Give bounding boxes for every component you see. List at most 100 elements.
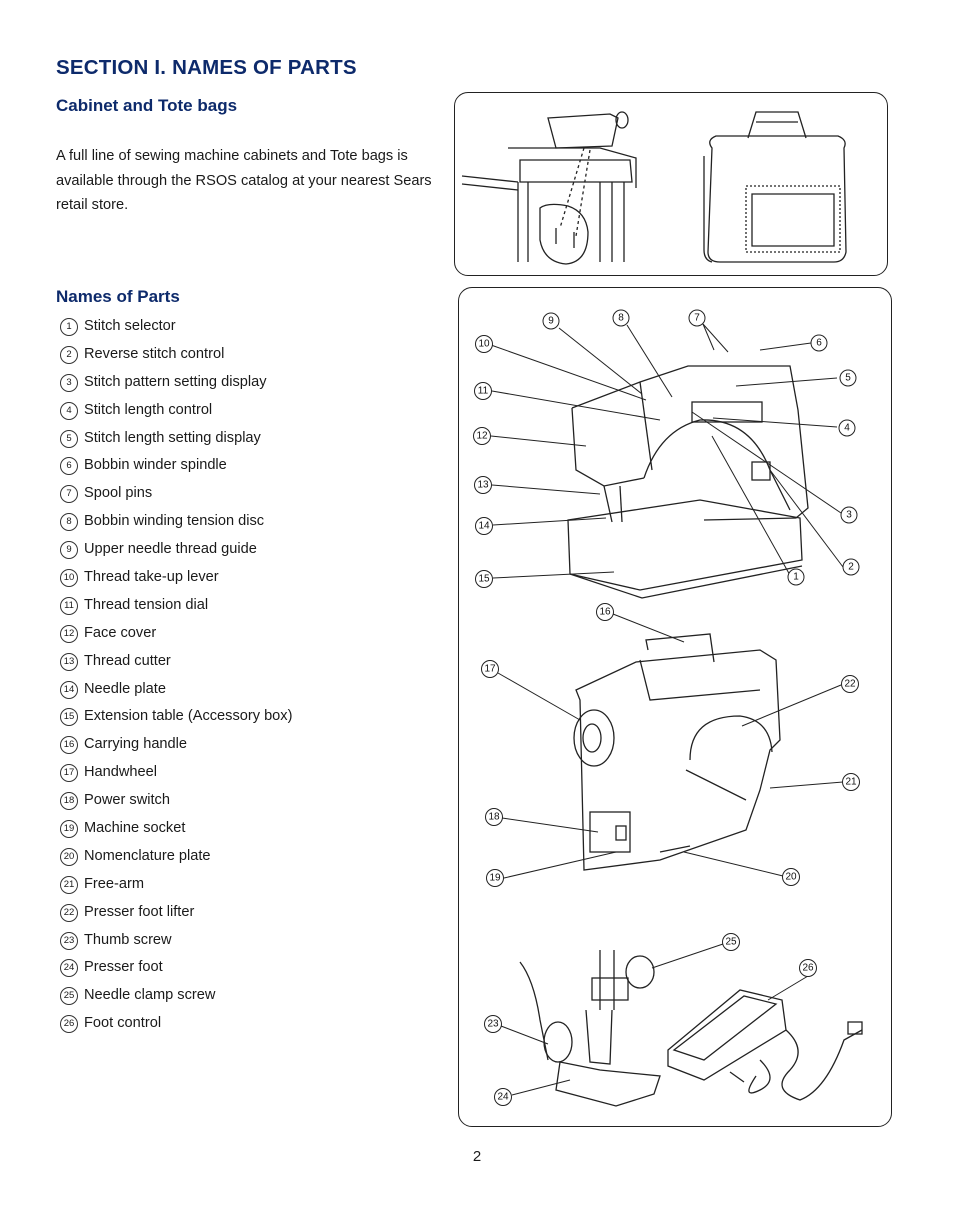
part-label: Thread tension dial [84,596,209,613]
svg-text:22: 22 [844,679,856,690]
part-label: Free-arm [84,875,144,892]
callout-7: 7 [688,309,706,327]
part-item: 9 Upper needle thread guide [60,538,292,566]
part-number: 24 [60,959,78,978]
svg-text:10: 10 [478,339,490,350]
svg-text:26: 26 [802,963,814,974]
part-label: Stitch length control [84,401,213,418]
callout-4: 4 [838,419,856,437]
part-label: Presser foot lifter [84,903,195,920]
machine-parts-illustration-frame [458,287,892,1127]
part-number: 13 [60,652,78,671]
part-number: 9 [60,541,78,560]
callout-10: 10 [475,335,493,353]
callout-25: 25 [722,933,740,951]
part-label: Stitch length setting display [84,429,261,446]
callout-23: 23 [484,1015,502,1033]
callout-leader-lines [490,323,844,1096]
part-number: 25 [60,987,78,1006]
callout-2: 2 [842,558,860,576]
cabinet-tote-title: Cabinet and Tote bags [56,96,238,115]
part-label: Thumb screw [84,931,172,948]
part-number: 12 [60,624,78,643]
callout-5: 5 [839,369,857,387]
svg-text:5: 5 [845,373,851,384]
page-number: 2 [472,1148,482,1165]
svg-text:21: 21 [845,777,857,788]
part-label: Foot control [84,1015,162,1032]
callout-21: 21 [842,773,860,791]
section-title: SECTION I. NAMES OF PARTS [56,56,357,79]
svg-text:20: 20 [785,872,797,883]
part-number: 5 [60,429,78,448]
part-number: 18 [60,792,78,811]
part-label: Stitch pattern setting display [84,373,267,390]
callout-8: 8 [612,309,630,327]
svg-text:25: 25 [725,937,737,948]
part-label: Stitch selector [84,318,176,334]
callout-19: 19 [486,869,504,887]
part-item: 21 Free-arm [60,873,292,901]
svg-text:3: 3 [846,510,852,521]
svg-text:23: 23 [487,1019,499,1030]
part-number: 1 [60,318,78,336]
callout-18: 18 [485,808,503,826]
part-number: 21 [60,875,78,894]
part-item: 1 Stitch selector [60,315,292,343]
callout-17: 17 [481,660,499,678]
callout-9: 9 [542,312,560,330]
part-label: Handwheel [84,764,158,781]
part-number: 20 [60,847,78,866]
part-label: Carrying handle [84,736,188,753]
svg-text:4: 4 [844,423,850,434]
part-label: Thread cutter [84,652,171,669]
part-label: Nomenclature plate [84,847,211,864]
part-number: 16 [60,736,78,755]
svg-text:8: 8 [618,313,624,324]
tote-bag-illustration [703,111,847,263]
sewing-machine-front-illustration [567,365,809,599]
svg-text:9: 9 [548,316,554,327]
svg-text:1: 1 [793,572,799,583]
callout-6: 6 [810,334,828,352]
svg-text:18: 18 [488,812,500,823]
names-of-parts-title: Names of Parts [56,287,180,306]
cabinet-tote-illustration-frame [454,92,888,276]
part-label: Presser foot [84,959,163,976]
part-number: 10 [60,569,78,588]
sewing-machine-back-illustration [573,633,781,871]
part-label: Bobbin winding tension disc [84,513,265,530]
part-number: 22 [60,903,78,922]
part-label: Needle plate [84,680,166,697]
part-item: 13 Thread cutter [60,650,292,678]
callout-15: 15 [475,570,493,588]
part-item: 24 Presser foot [60,956,292,984]
svg-text:14: 14 [478,521,490,532]
svg-text:17: 17 [484,664,496,675]
callout-13: 13 [474,476,492,494]
part-number: 4 [60,401,78,420]
svg-text:7: 7 [694,313,700,324]
callout-16: 16 [596,603,614,621]
callout-3: 3 [840,506,858,524]
svg-text:15: 15 [478,574,490,585]
part-label: Upper needle thread guide [84,541,257,558]
foot-control-illustration [667,989,863,1101]
part-label: Machine socket [84,820,186,837]
cabinet-tote-text: A full line of sewing machine cabinets a… [56,148,432,213]
svg-text:11: 11 [478,386,489,397]
presser-foot-illustration [519,950,661,1107]
part-number: 14 [60,680,78,699]
